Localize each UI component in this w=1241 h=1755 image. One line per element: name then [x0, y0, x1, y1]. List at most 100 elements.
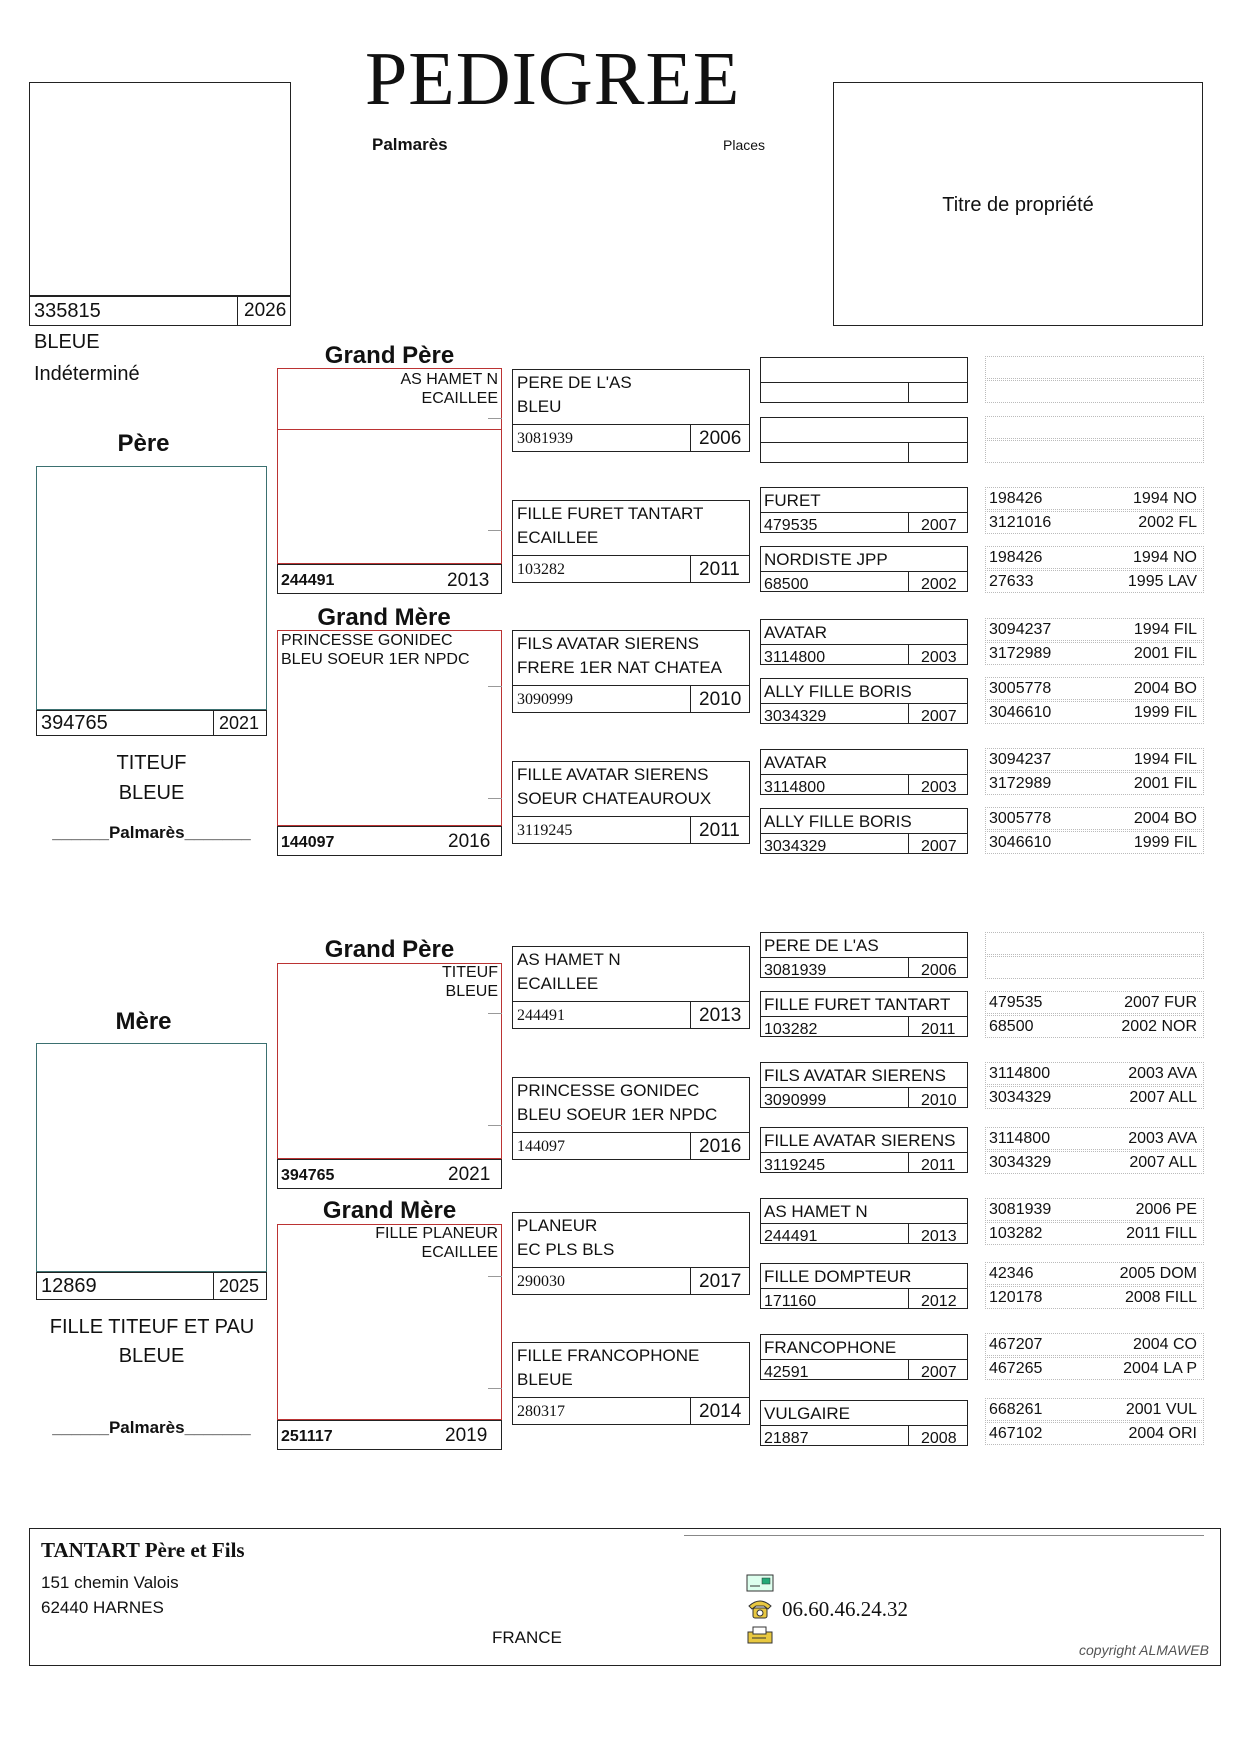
g5-info: 2004 BO: [1133, 680, 1197, 697]
mail-icon: [746, 1574, 774, 1592]
g3-year: 2017: [699, 1271, 742, 1292]
gm2-label: Grand Mère: [322, 1197, 457, 1224]
g5-info: 1994 FIL: [1133, 751, 1197, 768]
g4-ring: 3114800: [764, 779, 826, 796]
gp2-box: [277, 963, 502, 1159]
g5-ring: 3094237: [989, 621, 1052, 638]
g3-line1: AS HAMET N: [517, 950, 621, 969]
gp1-ring: 244491: [281, 572, 335, 589]
places-header: Places: [723, 137, 766, 153]
g5-info: 2007 ALL: [1129, 1154, 1197, 1171]
g3-line2: BLEUE: [517, 1370, 573, 1389]
g4-ring: 3081939: [764, 962, 827, 979]
g4-card: [760, 417, 968, 463]
subject-ring-bar: [29, 296, 291, 326]
g3-ring: 144097: [517, 1138, 565, 1155]
g5-info: 2007 ALL: [1129, 1089, 1197, 1106]
g3-ring: 244491: [517, 1007, 565, 1024]
g3-ring: 3090999: [517, 691, 573, 708]
gp1-line1: AS HAMET N: [400, 371, 499, 388]
g4-year: 2011: [921, 1021, 956, 1038]
breeder-country: FRANCE: [492, 1628, 562, 1647]
subject-sex: Indéterminé: [34, 363, 140, 385]
g5-row: [985, 956, 1204, 979]
g3-year: 2010: [699, 689, 742, 710]
gm2-ring: 251117: [281, 1428, 333, 1445]
g5-ring: 198426: [989, 549, 1043, 566]
g5-info: 2007 FUR: [1124, 994, 1197, 1011]
g3-year: 2014: [699, 1401, 742, 1422]
g4-ring: 42591: [764, 1364, 809, 1381]
g5-info: 1999 FIL: [1133, 704, 1197, 721]
g4-name: ALLY FILLE BORIS: [764, 682, 912, 701]
mere-palmares: ______Palmarès_______: [52, 1418, 251, 1437]
g5-ring: 3094237: [989, 751, 1052, 768]
g3-ring: 3119245: [517, 822, 573, 839]
mere-ring-bar: [36, 1272, 267, 1300]
g5-info: 2005 DOM: [1119, 1265, 1197, 1282]
g5-info: 2006 PE: [1135, 1201, 1197, 1218]
g5-info: 2004 CO: [1132, 1336, 1197, 1353]
g5-ring: 198426: [989, 490, 1043, 507]
g4-year: 2012: [921, 1293, 957, 1310]
g5-ring: 3114800: [989, 1065, 1051, 1082]
g5-info: 1995 LAV: [1127, 573, 1197, 590]
mere-color: BLEUE: [118, 1345, 185, 1367]
gp2-label: Grand Père: [324, 936, 455, 963]
g5-ring: 3005778: [989, 680, 1052, 697]
gp2-line1: TITEUF: [442, 964, 498, 981]
g3-line2: EC PLS BLS: [517, 1240, 615, 1259]
g4-ring: 479535: [764, 517, 818, 534]
gp1-year: 2013: [447, 570, 490, 591]
pere-label: Père: [117, 430, 170, 457]
gm1-ring-bar: [277, 826, 502, 856]
g5-info: 2001 FIL: [1133, 645, 1197, 662]
g4-name: AS HAMET N: [764, 1202, 868, 1221]
g3-line2: BLEU: [517, 397, 562, 416]
g5-ring: 3121016: [989, 514, 1052, 531]
g4-year: 2011: [921, 1157, 956, 1174]
g5-ring: 467207: [989, 1336, 1043, 1353]
mere-label: Mère: [115, 1008, 172, 1035]
pere-ring: 394765: [41, 712, 108, 734]
g3-year: 2006: [699, 428, 742, 449]
g4-ring: 68500: [764, 576, 809, 593]
g4-year: 2007: [921, 838, 957, 855]
g5-row: [985, 440, 1204, 463]
g3-line1: FILLE FRANCOPHONE: [517, 1346, 700, 1365]
g5-info: 2002 NOR: [1121, 1018, 1197, 1035]
g4-name: FILLE AVATAR SIERENS: [764, 1131, 956, 1150]
mere-ring: 12869: [41, 1275, 97, 1297]
subject-year: 2026: [244, 300, 287, 321]
g3-line2: BLEU SOEUR 1ER NPDC: [517, 1105, 718, 1124]
g3-ring: 280317: [517, 1403, 565, 1420]
gp1-box: [277, 368, 502, 564]
gm2-line2: ECAILLEE: [421, 1244, 498, 1261]
g5-info: 2003 AVA: [1128, 1065, 1197, 1082]
breeder-street: 151 chemin Valois: [41, 1573, 179, 1592]
g5-ring: 3046610: [989, 834, 1052, 851]
g5-row: 3094237 1994 FIL: [985, 748, 1204, 771]
g4-year: 2002: [921, 576, 957, 593]
gp1-line2: ECAILLEE: [421, 390, 498, 407]
g5-ring: 479535: [989, 994, 1043, 1011]
g3-line1: PERE DE L'AS: [517, 373, 632, 392]
ownership-label: Titre de propriété: [942, 194, 1094, 216]
page-title: PEDIGREE: [365, 37, 741, 121]
